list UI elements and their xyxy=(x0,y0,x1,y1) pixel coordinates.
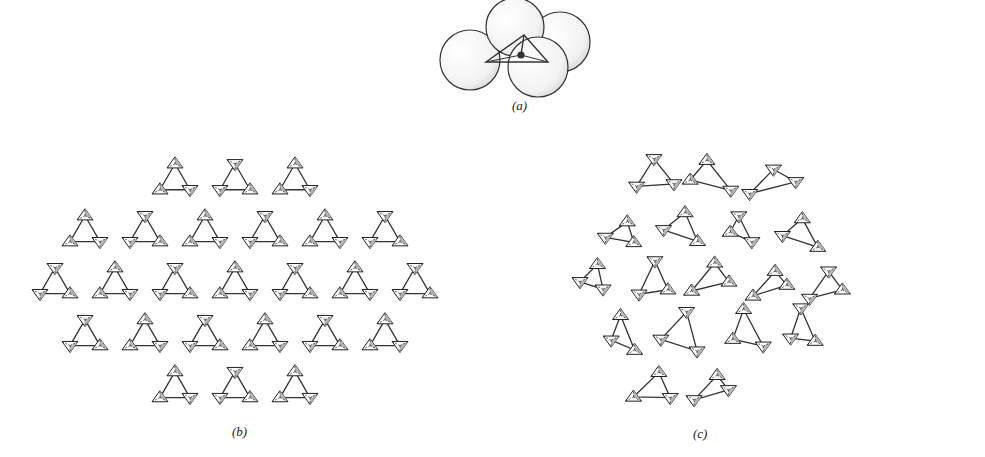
figure-label: (c) xyxy=(691,426,709,442)
crystalline-network xyxy=(32,157,438,405)
glass-network xyxy=(572,153,850,407)
tetrahedron-spheres xyxy=(440,0,590,97)
figure-label: (a) xyxy=(510,98,529,114)
figure-label: (b) xyxy=(230,424,249,440)
